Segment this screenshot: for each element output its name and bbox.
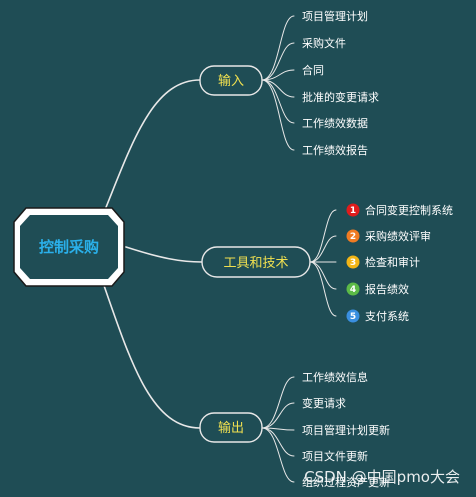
watermark: CSDN @中国pmo大会	[304, 468, 460, 486]
leaf-label: 组织过程资产更新	[302, 475, 390, 489]
connector-root-output	[99, 273, 201, 429]
leaf-label: 工作绩效信息	[302, 370, 368, 384]
connector-root-input	[99, 79, 201, 223]
leaf-label: 合同	[302, 63, 324, 77]
leaf-label: 批准的变更请求	[302, 90, 379, 104]
priority-marker	[346, 255, 360, 269]
leaf-label: 项目管理计划	[302, 9, 368, 23]
leaf-connector	[261, 402, 295, 429]
branch-tools-leaves: 1 合同变更控制系统 2 采购绩效评审 3 检查和审计 4 报告绩效 5 支付系统	[309, 203, 453, 323]
priority-marker-number: 2	[350, 232, 356, 242]
leaf-connector	[261, 79, 295, 151]
leaf-connector	[309, 209, 337, 263]
leaf-connector	[261, 15, 295, 81]
branch-tools: 工具和技术	[201, 246, 311, 278]
leaf-label: 工作绩效报告	[302, 143, 368, 157]
priority-marker	[346, 282, 360, 296]
branch-output: 输出	[199, 412, 263, 443]
leaf-label: 报告绩效	[365, 282, 409, 296]
leaf-label: 检查和审计	[365, 255, 420, 269]
priority-marker-number: 3	[350, 258, 356, 268]
priority-marker-number: 5	[350, 312, 356, 322]
root-label: 控制采购	[39, 238, 99, 256]
priority-marker	[346, 203, 360, 217]
leaf-label: 采购文件	[302, 36, 346, 50]
leaf-label: 合同变更控制系统	[365, 203, 453, 217]
leaf-connector	[261, 427, 295, 483]
branch-tools-label: 工具和技术	[223, 256, 288, 271]
leaf-label: 工作绩效数据	[302, 116, 368, 130]
leaf-connector	[309, 261, 337, 317]
leaf-connector	[261, 79, 295, 124]
leaf-label: 项目文件更新	[302, 449, 368, 463]
leaf-label: 变更请求	[302, 396, 346, 410]
leaf-connector	[261, 376, 295, 429]
leaf-connector	[261, 69, 295, 81]
leaf-connector	[261, 42, 295, 81]
priority-marker-number: 1	[350, 206, 356, 216]
connector-root-tools	[125, 246, 203, 263]
branch-input-label: 输入	[218, 73, 244, 89]
priority-marker	[346, 309, 360, 323]
leaf-label: 支付系统	[365, 310, 409, 323]
leaf-label: 项目管理计划更新	[302, 423, 390, 437]
leaf-connector	[309, 235, 337, 263]
priority-marker	[346, 229, 360, 243]
leaf-label: 采购绩效评审	[365, 229, 431, 243]
root-node: 控制采购	[13, 207, 125, 287]
branch-output-label: 输出	[218, 420, 244, 436]
branch-input: 输入	[199, 65, 263, 96]
priority-marker-number: 4	[350, 285, 356, 295]
